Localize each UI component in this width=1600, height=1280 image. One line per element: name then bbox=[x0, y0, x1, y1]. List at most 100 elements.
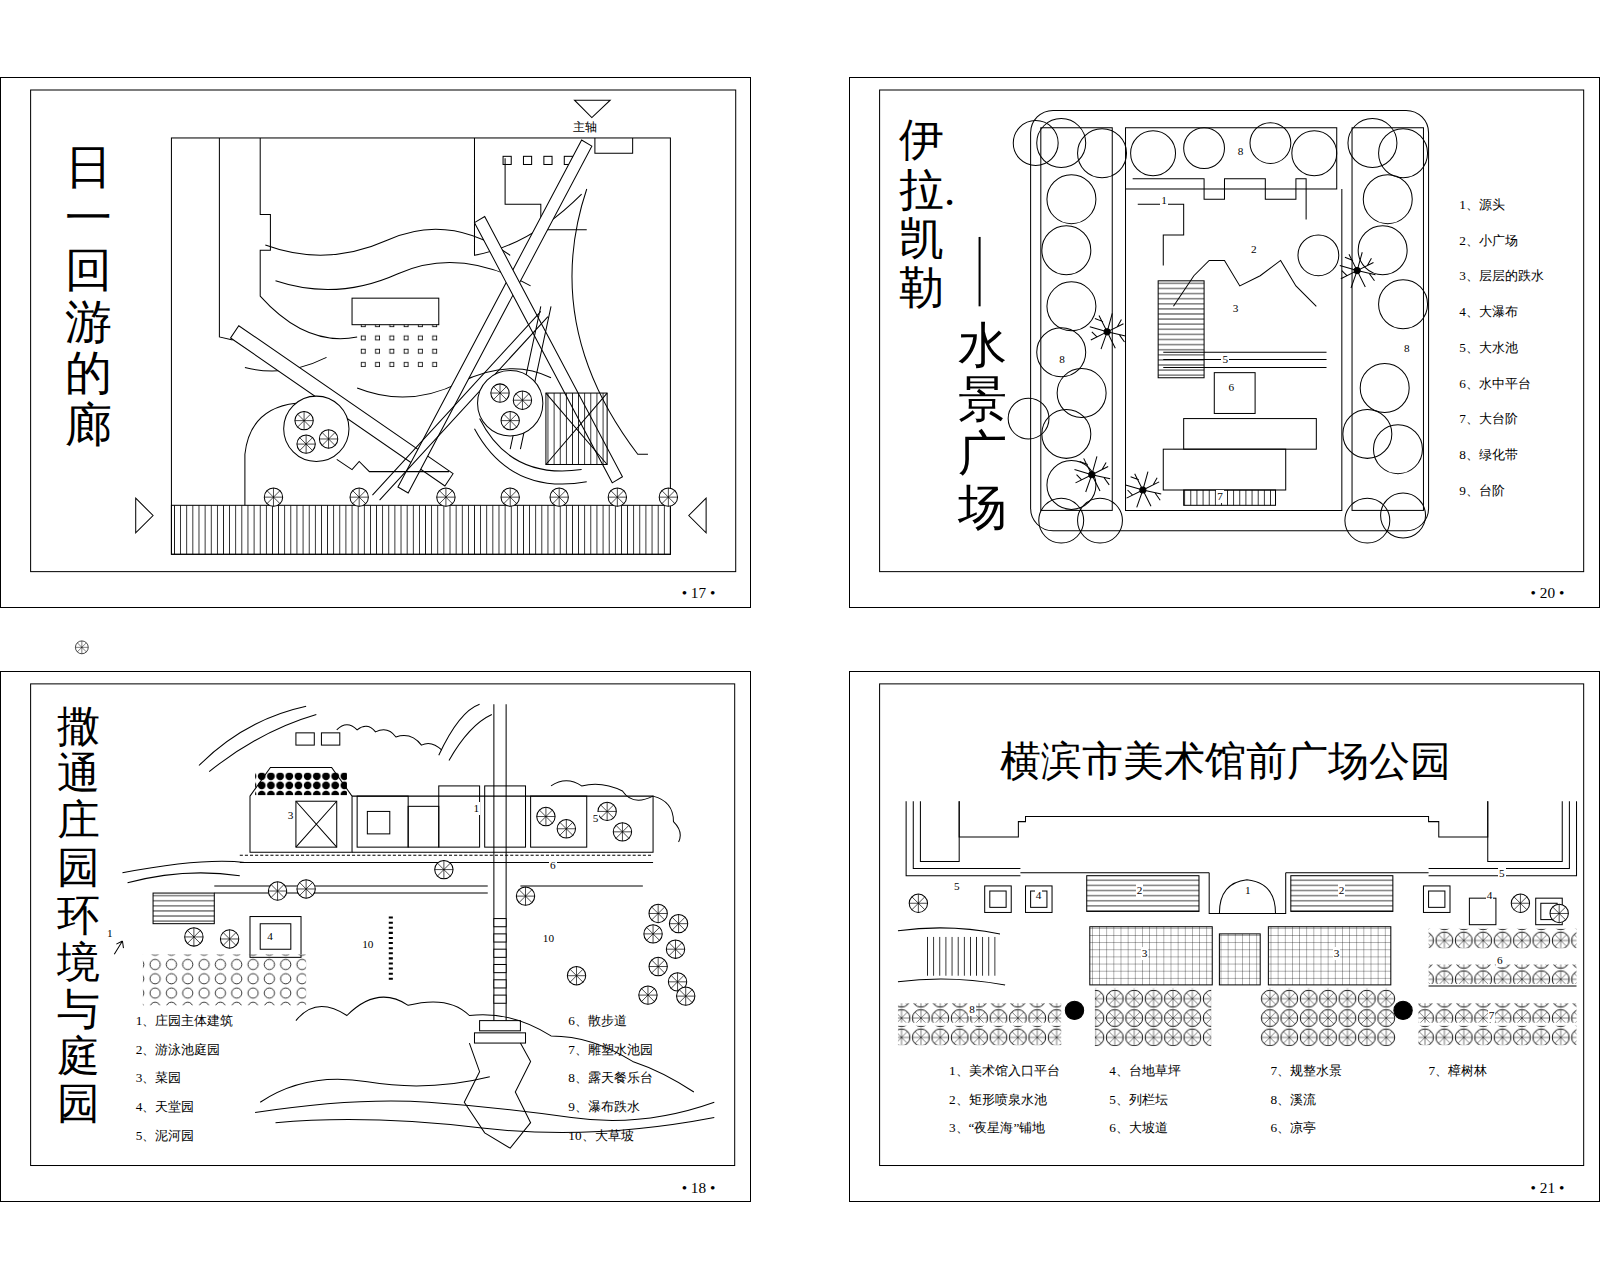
legend-item: 7、规整水景 bbox=[1270, 1063, 1342, 1078]
legend-item: 1、源头 bbox=[1459, 197, 1505, 212]
callout-number: 3 bbox=[1232, 302, 1240, 315]
drawing-rect bbox=[880, 684, 1584, 1166]
legend-item: 3、层层的跌水 bbox=[1459, 268, 1544, 283]
panel-title: 水景广场 bbox=[958, 319, 1007, 535]
legend-item: 1、美术馆入口平台 bbox=[949, 1063, 1060, 1078]
drawing-circle bbox=[1348, 119, 1397, 168]
drawing-rect bbox=[367, 811, 389, 833]
drawing-path bbox=[122, 861, 244, 883]
drawing-circle bbox=[1042, 226, 1091, 275]
drawing-rect bbox=[171, 505, 670, 554]
drawing-use bbox=[608, 488, 626, 506]
drawing-use bbox=[513, 391, 531, 409]
drawing-path bbox=[1133, 179, 1306, 266]
drawing-rect bbox=[296, 801, 337, 847]
legend-item: 8、绿化带 bbox=[1459, 447, 1518, 462]
callout-number: 7 bbox=[1216, 490, 1224, 503]
drawing-rect bbox=[898, 1003, 1061, 1022]
legend-item: 10、大草坡 bbox=[568, 1128, 633, 1143]
drawing-rect bbox=[1429, 929, 1577, 948]
page-number: • 21 • bbox=[1531, 1179, 1565, 1197]
drawing-use bbox=[644, 925, 662, 943]
callout-number: 2 bbox=[1136, 884, 1144, 897]
drawing-circle bbox=[1343, 409, 1392, 458]
drawing-rect bbox=[1184, 419, 1317, 450]
drawing-use bbox=[666, 940, 684, 958]
callout-number: 6 bbox=[549, 859, 557, 872]
drawing-circle bbox=[1373, 425, 1422, 474]
drawing-circle bbox=[1358, 226, 1407, 275]
drawing-circle bbox=[1381, 493, 1426, 538]
drawing-use bbox=[677, 987, 695, 1005]
page-number: • 17 • bbox=[682, 584, 716, 602]
drawing-path bbox=[114, 941, 123, 954]
drawing-rect bbox=[1214, 373, 1255, 414]
panel-title: 撒通庄园环境与庭园 bbox=[57, 703, 100, 1127]
drawing-path bbox=[250, 768, 352, 853]
legend-item: 9、台阶 bbox=[1459, 483, 1505, 498]
callout-number: 6 bbox=[1228, 381, 1236, 394]
drawing-rect bbox=[143, 954, 306, 1005]
drawing-rect bbox=[359, 325, 445, 368]
panel-frame: 日一回游的廊 bbox=[0, 77, 751, 609]
drawing-path bbox=[959, 801, 1488, 837]
drawing-path bbox=[199, 704, 492, 771]
drawing-use bbox=[491, 384, 509, 402]
drawing-circle bbox=[1298, 235, 1339, 276]
drawing-use bbox=[297, 880, 315, 898]
drawing-circle bbox=[1131, 131, 1176, 176]
drawing-rect bbox=[1087, 876, 1199, 912]
drawing-line bbox=[979, 237, 981, 306]
legend-item: 6、散步道 bbox=[568, 1013, 627, 1028]
drawing-rect bbox=[1268, 927, 1390, 985]
drawing-rect bbox=[357, 796, 408, 847]
drawing-circle bbox=[1078, 498, 1123, 543]
callout-number: 主轴 bbox=[572, 120, 598, 134]
callout-number: 1 bbox=[106, 927, 114, 940]
drawing-g bbox=[31, 90, 1584, 1166]
drawing-path bbox=[1429, 801, 1577, 875]
legend-item: 3、“夜星海”铺地 bbox=[949, 1120, 1045, 1135]
drawing-circle bbox=[284, 396, 349, 461]
callout-number: 8 bbox=[1237, 145, 1245, 158]
drawing-use bbox=[1550, 904, 1568, 922]
legend-item: 7、大台阶 bbox=[1459, 411, 1518, 426]
drawing-use bbox=[613, 823, 631, 841]
drawing-rect bbox=[1352, 128, 1423, 511]
callout-number: 5 bbox=[1498, 867, 1506, 880]
drawing-rect bbox=[1423, 886, 1450, 913]
drawing-use bbox=[350, 488, 368, 506]
callout-number: 3 bbox=[1333, 947, 1341, 960]
drawing-rect bbox=[990, 891, 1006, 907]
drawing-rect bbox=[1031, 110, 1429, 530]
drawing-use bbox=[1511, 894, 1529, 912]
legend-item: 3、菜园 bbox=[136, 1070, 182, 1085]
drawing-rect bbox=[255, 773, 347, 795]
drawing-circle bbox=[1039, 498, 1084, 543]
drawing-use bbox=[295, 411, 313, 429]
drawing-rect bbox=[1418, 1003, 1576, 1022]
legend-item: 1、庄园主体建筑 bbox=[136, 1013, 234, 1028]
drawing-circle bbox=[1013, 121, 1058, 166]
drawing-path bbox=[296, 801, 337, 847]
drawing-circle bbox=[1037, 328, 1086, 377]
drawing-rect bbox=[1429, 891, 1445, 907]
drawing-circle bbox=[1065, 1001, 1083, 1019]
page-number: • 18 • bbox=[682, 1179, 716, 1197]
drawing-path bbox=[219, 138, 357, 505]
drawing-rect bbox=[494, 980, 506, 988]
legend-item: 2、游泳池庭园 bbox=[136, 1042, 221, 1057]
drawing-rect bbox=[474, 1033, 525, 1043]
drawing-use bbox=[1126, 472, 1162, 508]
drawing-rect bbox=[531, 796, 587, 847]
callout-number: 3 bbox=[1141, 947, 1149, 960]
legend-item: 5、泥河园 bbox=[136, 1128, 195, 1143]
drawing-path bbox=[1126, 189, 1342, 510]
drawing-rect bbox=[1026, 886, 1053, 913]
callout-number: 8 bbox=[968, 1003, 976, 1016]
legend-item: 5、大水池 bbox=[1459, 340, 1518, 355]
legend-item: 4、台地草坪 bbox=[1109, 1063, 1181, 1078]
drawing-rect bbox=[250, 917, 301, 958]
drawing-path bbox=[296, 997, 694, 1092]
drawing-circle bbox=[1379, 129, 1428, 178]
